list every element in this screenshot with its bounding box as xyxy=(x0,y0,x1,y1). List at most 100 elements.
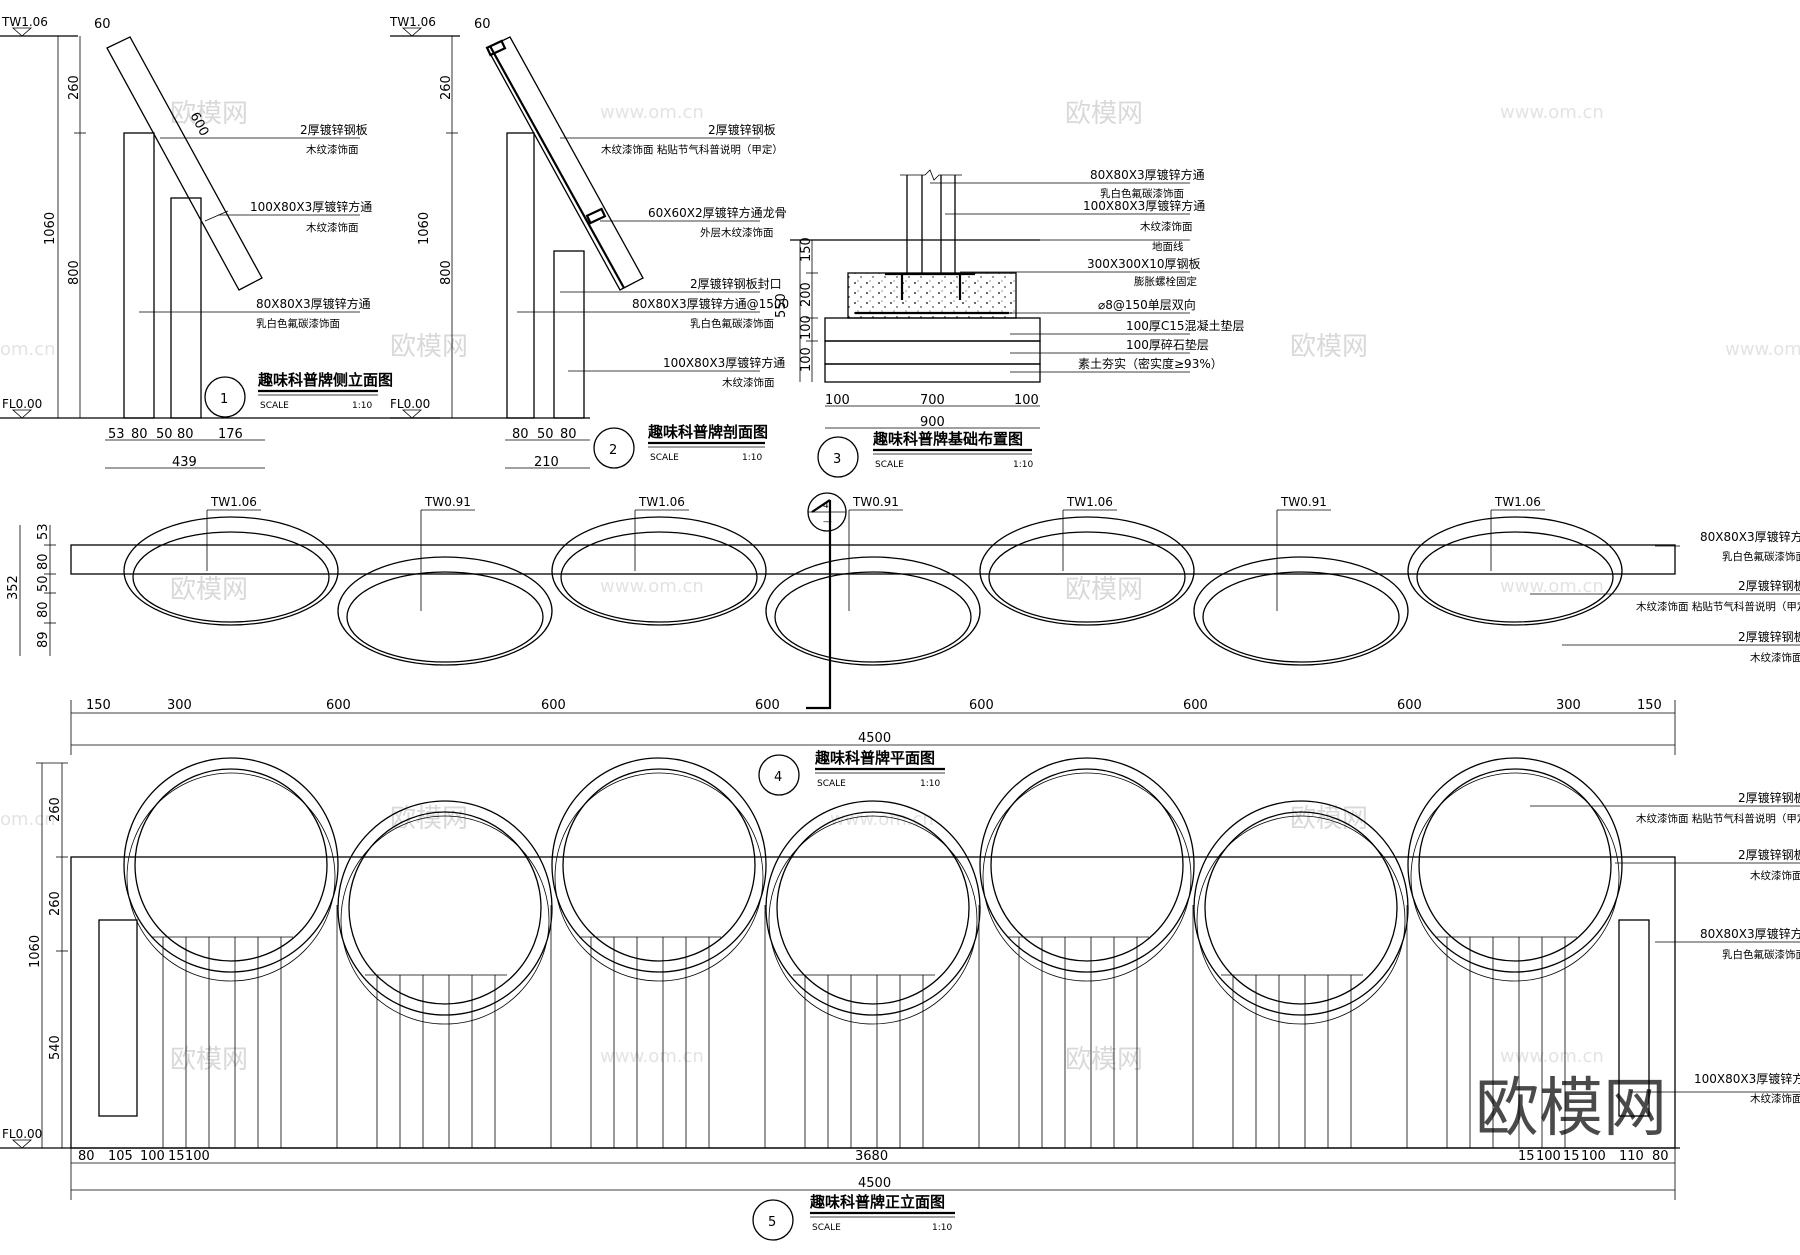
dimension-label: 260 xyxy=(67,75,82,100)
watermark-text: www.om.cn xyxy=(1725,339,1800,360)
annotation-text: 80X80X3厚镀锌方通 xyxy=(1700,926,1800,941)
annotation-text: 100X80X3厚镀锌方通 xyxy=(1083,198,1205,213)
annotation-text: 80X80X3厚镀锌方通 xyxy=(1090,167,1205,182)
dimension-label: 50 xyxy=(36,575,51,592)
front-post xyxy=(553,250,585,419)
rear-post xyxy=(123,132,155,419)
level-label: FL0.00 xyxy=(2,397,42,411)
plan-disc-inner xyxy=(988,531,1186,623)
annotation-text: 100厚C15混凝土垫层 xyxy=(1126,318,1245,333)
drawing-number: 5 xyxy=(768,1215,776,1230)
scale-label: SCALE xyxy=(650,453,679,463)
dimension-label: 260 xyxy=(48,797,63,822)
drawing-5-front-elevation: FL0.00 260 260 1060 540 2厚镀锌钢板 木纹漆饰面 粘贴节… xyxy=(0,757,1800,1241)
drawing-1-side-elevation: TW1.06 FL0.00 260 1060 800 60 600 2厚镀锌钢板… xyxy=(0,15,440,470)
compacted-soil-layer xyxy=(824,363,1041,383)
dimension-label: 600 xyxy=(1183,698,1208,713)
annotation-text: 乳白色氟碳漆饰面 xyxy=(1722,550,1800,563)
watermark-text: 欧模网 xyxy=(170,99,248,129)
section-sheet: — xyxy=(823,517,832,527)
section-panel xyxy=(486,36,644,291)
dimension-label: 105 xyxy=(108,1149,133,1164)
annotation-text: 木纹漆饰面 xyxy=(1750,869,1800,882)
dimension-label: 15 xyxy=(168,1149,185,1164)
plan-disc-inner xyxy=(774,571,972,663)
watermark-text: om.cn xyxy=(0,339,56,360)
annotation-text: 乳白色氟碳漆饰面 xyxy=(690,317,774,330)
watermark-text: 欧模网 xyxy=(1290,332,1368,362)
dimension-label: 100 xyxy=(825,393,850,408)
disc-rim xyxy=(768,815,978,1025)
watermark-text: www.om.cn xyxy=(830,809,934,830)
dimension-label: 1060 xyxy=(43,212,58,245)
dimension-label: 80 xyxy=(131,427,148,442)
annotation-text: 60X60X2厚镀锌方通龙骨 xyxy=(648,205,787,220)
dimension-label: 100 xyxy=(1581,1149,1606,1164)
annotation-text: 乳白色氟碳漆饰面 xyxy=(1722,948,1800,961)
dimension-label: 600 xyxy=(326,698,351,713)
dimension-label: 110 xyxy=(1619,1149,1644,1164)
level-label: TW0.91 xyxy=(1280,495,1327,509)
plan-disc-outer xyxy=(551,516,767,626)
drawing-title: 趣味科普牌基础布置图 xyxy=(872,430,1023,448)
right-post xyxy=(1618,919,1650,1117)
dimension-label: 80 xyxy=(36,553,51,570)
annotation-text: 木纹漆饰面 xyxy=(722,376,775,389)
level-label: FL0.00 xyxy=(390,397,430,411)
disc-rim xyxy=(1410,772,1620,982)
dimension-label: 300 xyxy=(1556,698,1581,713)
watermark-text: 欧模网 xyxy=(170,575,248,605)
watermark-text: 欧模网 xyxy=(1065,575,1143,605)
dimension-label: 800 xyxy=(67,260,82,285)
drawing-title: 趣味科普牌正立面图 xyxy=(809,1193,945,1211)
dimension-label: 100 xyxy=(1536,1149,1561,1164)
scale-label: SCALE xyxy=(875,460,904,470)
plan-disc-inner xyxy=(1416,531,1614,623)
disc-inner xyxy=(348,811,542,1005)
disc-inner xyxy=(1204,811,1398,1005)
annotation-text: 膨胀螺栓固定 xyxy=(1134,275,1197,288)
dimension-label: 260 xyxy=(48,891,63,916)
plan-disc-outer xyxy=(123,516,339,626)
scale-value: 1:10 xyxy=(1013,460,1033,470)
annotation-text: 2厚镀锌钢板 xyxy=(1738,791,1800,805)
level-label: TW1.06 xyxy=(1494,495,1541,509)
left-post xyxy=(98,919,138,1117)
drawing-title: 趣味科普牌侧立面图 xyxy=(257,371,393,389)
annotation-text: ⌀8@150单层双向 xyxy=(1098,297,1196,312)
dimension-label: 600 xyxy=(541,698,566,713)
level-label: TW0.91 xyxy=(424,495,471,509)
dimension-label: 550 xyxy=(774,293,789,318)
dimension-label: 1060 xyxy=(417,212,432,245)
drawing-number-circle xyxy=(204,376,246,418)
drawing-2-section: TW1.06 FL0.00 260 1060 800 60 2厚镀锌钢板 木纹漆… xyxy=(389,15,789,470)
plan-disc-inner xyxy=(560,531,758,623)
drawing-number-circle xyxy=(752,1199,794,1241)
disc-inner xyxy=(134,768,328,962)
level-label: FL0.00 xyxy=(2,1127,42,1141)
inclined-panel xyxy=(106,36,263,291)
plan-disc-outer xyxy=(1407,516,1623,626)
annotation-text: 2厚镀锌钢板 xyxy=(300,123,368,137)
annotation-text: 2厚镀锌钢板 xyxy=(708,123,776,137)
dimension-label: 150 xyxy=(86,698,111,713)
annotation-text: 木纹漆饰面 粘贴节气科普说明（甲定） xyxy=(1636,600,1800,613)
disc-inner xyxy=(562,768,756,962)
level-label: TW1.06 xyxy=(1066,495,1113,509)
plan-disc-inner xyxy=(346,571,544,663)
disc-outer xyxy=(337,800,553,1016)
rear-post xyxy=(506,132,535,419)
dimension-label: 60 xyxy=(94,17,111,32)
dimension-label: 3680 xyxy=(855,1149,888,1164)
watermark-text: 欧模网 xyxy=(390,804,468,834)
dimension-label: 300 xyxy=(167,698,192,713)
drawing-number-circle xyxy=(758,754,800,796)
drawing-title: 趣味科普牌剖面图 xyxy=(647,423,768,441)
disc-rim xyxy=(1196,815,1406,1025)
drawing-number: 1 xyxy=(220,392,228,407)
disc-outer xyxy=(765,800,981,1016)
scale-label: SCALE xyxy=(812,1223,841,1233)
watermark-text: www.om.cn xyxy=(600,102,704,123)
disc-outer xyxy=(1193,800,1409,1016)
